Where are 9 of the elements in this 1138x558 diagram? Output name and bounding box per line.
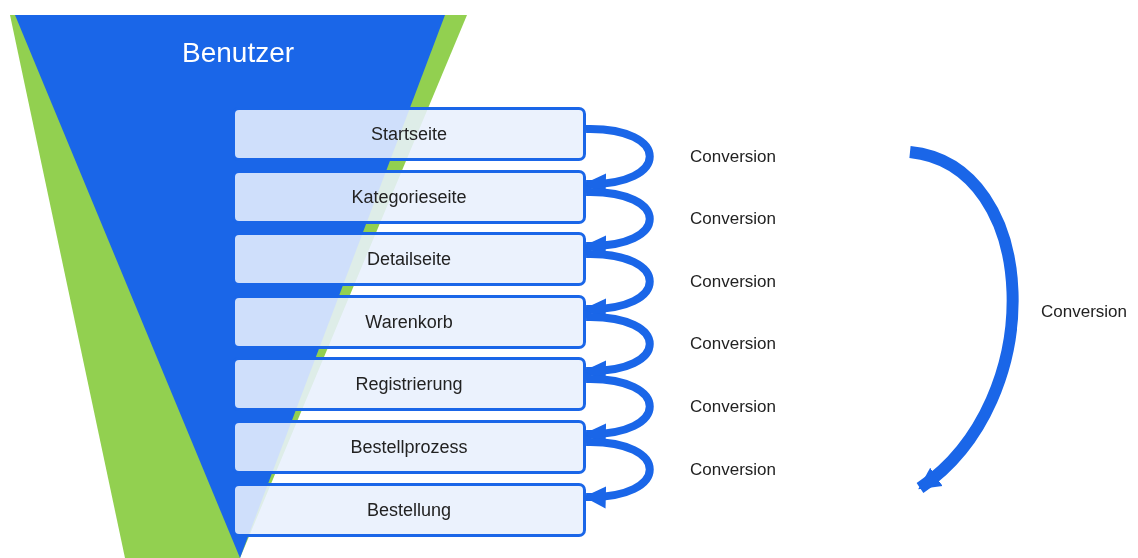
step-box: Kategorieseite [232, 170, 586, 224]
step-box: Bestellprozess [232, 420, 586, 474]
step-box: Registrierung [232, 357, 586, 411]
step-box: Startseite [232, 107, 586, 161]
step-box: Warenkorb [232, 295, 586, 349]
funnel-title: Benutzer [182, 37, 295, 69]
step-box: Detailseite [232, 232, 586, 286]
curved-arrow [583, 438, 654, 508]
step-box: Bestellung [232, 483, 586, 537]
